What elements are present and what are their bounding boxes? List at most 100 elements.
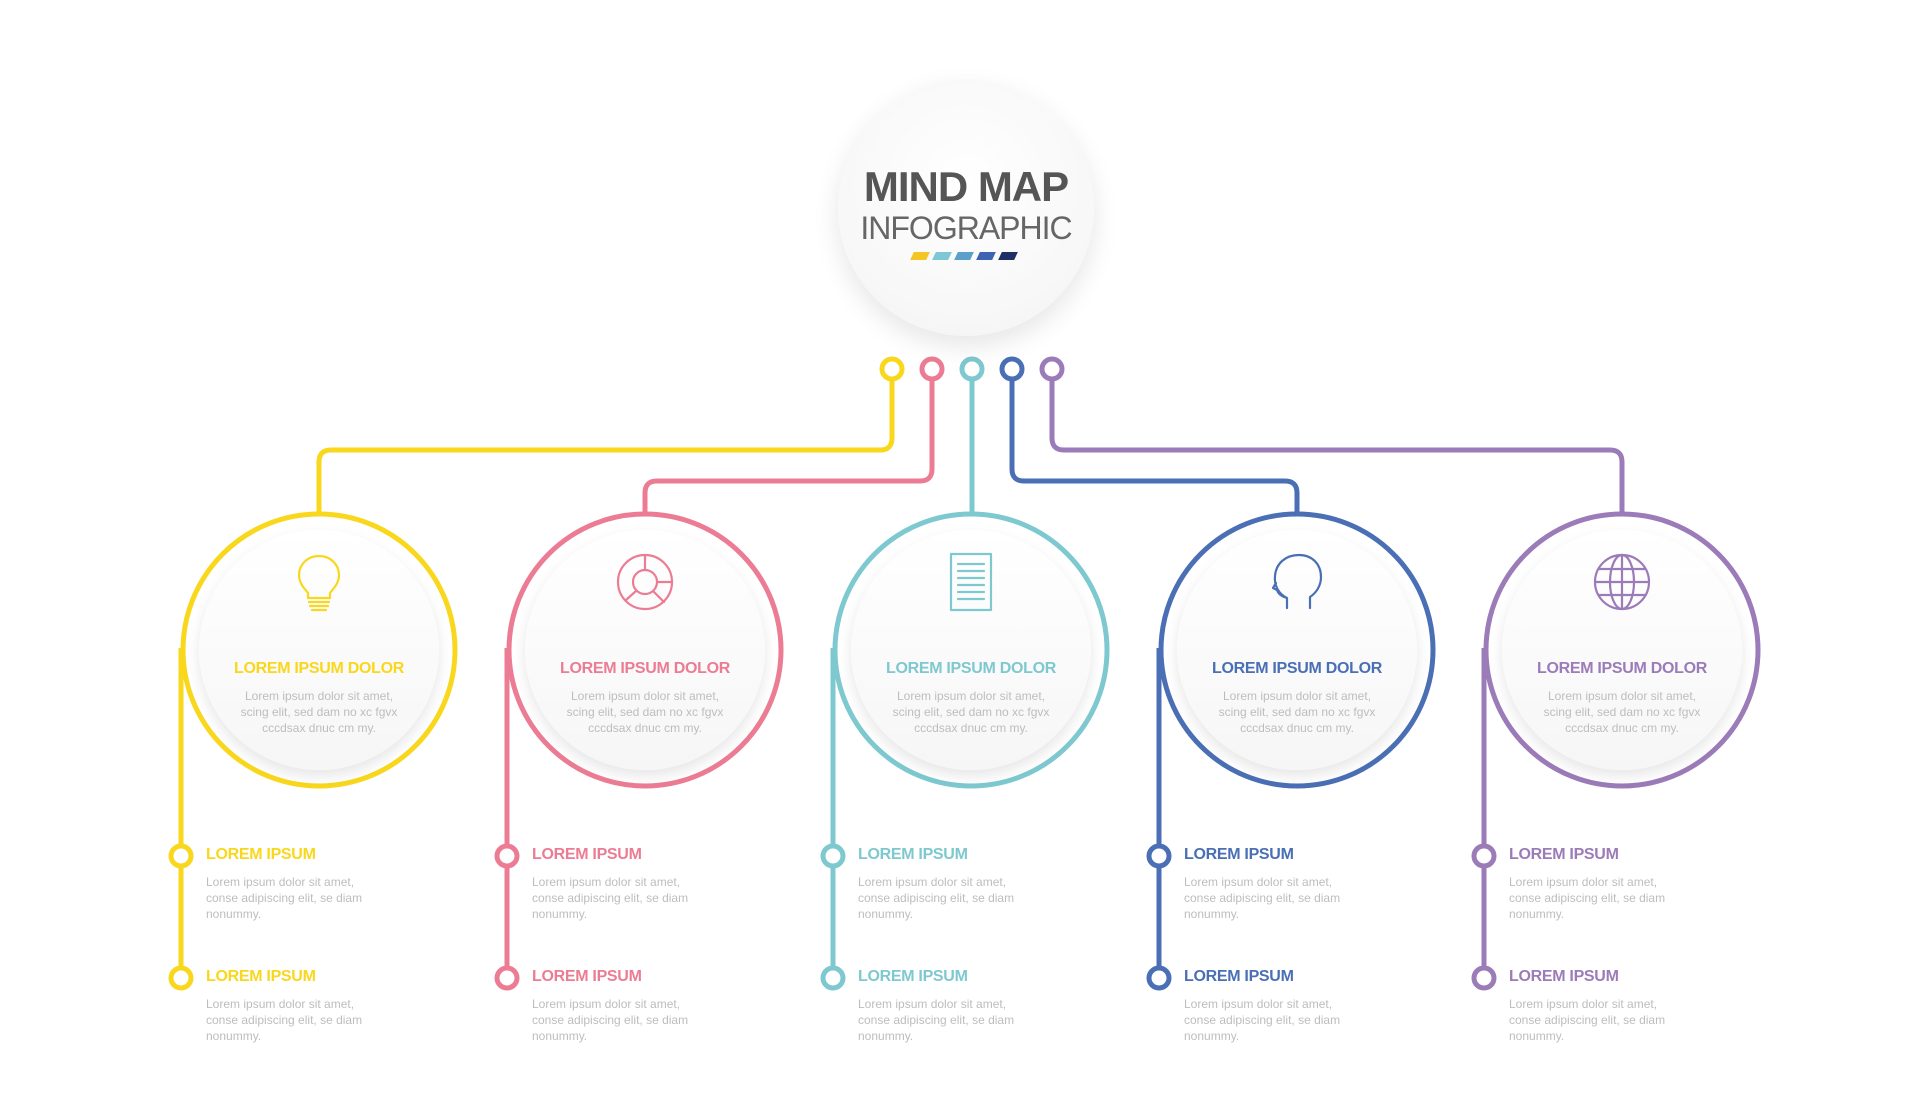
description-line: nonummy. bbox=[532, 907, 588, 921]
description-line: Lorem ipsum dolor sit amet, bbox=[1184, 997, 1333, 1011]
branch-connector bbox=[1049, 380, 1625, 514]
central-topic-title: MIND MAP bbox=[863, 163, 1069, 210]
description-line: scing elit, sed dam no xc fgvx bbox=[240, 705, 398, 719]
description-line: scing elit, sed dam no xc fgvx bbox=[1218, 705, 1376, 719]
item-dot bbox=[820, 965, 846, 991]
sub-item-description: Lorem ipsum dolor sit amet, conse adipisc… bbox=[858, 874, 1028, 922]
sub-item-description: Lorem ipsum dolor sit amet, conse adipisc… bbox=[206, 874, 376, 922]
connector-dot bbox=[919, 356, 945, 382]
sub-item-title: LOREM IPSUM bbox=[532, 846, 642, 863]
connector-dot bbox=[959, 356, 985, 382]
description-line: cccdsax dnuc cm my. bbox=[1240, 721, 1354, 735]
lightbulb-icon bbox=[287, 550, 351, 614]
description-line: cccdsax dnuc cm my. bbox=[914, 721, 1028, 735]
description-line: conse adipiscing elit, se diam bbox=[858, 891, 1015, 905]
sub-item-title: LOREM IPSUM bbox=[858, 846, 968, 863]
description-line: nonummy. bbox=[532, 1029, 588, 1043]
branch-description: Lorem ipsum dolor sit amet, scing elit, s… bbox=[871, 688, 1071, 736]
branch-title: LOREM IPSUM DOLOR bbox=[1536, 660, 1707, 677]
branch-connector bbox=[1009, 380, 1300, 514]
description-line: conse adipiscing elit, se diam bbox=[1184, 1013, 1341, 1027]
branch-description: Lorem ipsum dolor sit amet, scing elit, s… bbox=[1197, 688, 1397, 736]
description-line: conse adipiscing elit, se diam bbox=[532, 1013, 689, 1027]
sub-item-title: LOREM IPSUM bbox=[206, 968, 316, 985]
branch-inner-circle bbox=[1177, 530, 1417, 770]
branch-title: LOREM IPSUM DOLOR bbox=[885, 660, 1056, 677]
description-line: scing elit, sed dam no xc fgvx bbox=[566, 705, 724, 719]
branch-description: Lorem ipsum dolor sit amet, scing elit, s… bbox=[1522, 688, 1722, 736]
description-line: conse adipiscing elit, se diam bbox=[1509, 891, 1666, 905]
description-line: nonummy. bbox=[1184, 907, 1240, 921]
description-line: Lorem ipsum dolor sit amet, bbox=[1547, 689, 1697, 703]
human-head-icon bbox=[1265, 550, 1329, 614]
branch-title: LOREM IPSUM DOLOR bbox=[233, 660, 404, 677]
description-line: cccdsax dnuc cm my. bbox=[262, 721, 376, 735]
description-line: Lorem ipsum dolor sit amet, bbox=[1222, 689, 1372, 703]
connector-dot bbox=[879, 356, 905, 382]
globe-icon bbox=[1590, 550, 1654, 614]
item-dot bbox=[168, 843, 194, 869]
sub-item-title: LOREM IPSUM bbox=[206, 846, 316, 863]
item-dot bbox=[820, 843, 846, 869]
description-line: conse adipiscing elit, se diam bbox=[206, 891, 363, 905]
description-line: Lorem ipsum dolor sit amet, bbox=[858, 997, 1007, 1011]
description-line: conse adipiscing elit, se diam bbox=[1509, 1013, 1666, 1027]
sub-item-description: Lorem ipsum dolor sit amet, conse adipisc… bbox=[858, 996, 1028, 1044]
item-dot bbox=[494, 965, 520, 991]
color-dash bbox=[910, 252, 930, 260]
branch-connector bbox=[642, 380, 935, 514]
sub-item-description: Lorem ipsum dolor sit amet, conse adipisc… bbox=[1509, 874, 1679, 922]
sub-item-description: Lorem ipsum dolor sit amet, conse adipisc… bbox=[1184, 874, 1354, 922]
description-line: Lorem ipsum dolor sit amet, bbox=[532, 997, 681, 1011]
description-line: conse adipiscing elit, se diam bbox=[858, 1013, 1015, 1027]
item-dot bbox=[1471, 843, 1497, 869]
document-icon bbox=[939, 550, 1003, 614]
description-line: scing elit, sed dam no xc fgvx bbox=[1543, 705, 1701, 719]
item-dot bbox=[1146, 965, 1172, 991]
item-dot bbox=[494, 843, 520, 869]
item-dot bbox=[1471, 965, 1497, 991]
central-topic-circle bbox=[838, 80, 1094, 336]
description-line: scing elit, sed dam no xc fgvx bbox=[892, 705, 1050, 719]
description-line: nonummy. bbox=[858, 907, 914, 921]
color-dash bbox=[976, 252, 996, 260]
branch-description: Lorem ipsum dolor sit amet, scing elit, s… bbox=[219, 688, 419, 736]
description-line: Lorem ipsum dolor sit amet, bbox=[1509, 997, 1658, 1011]
color-dash bbox=[954, 252, 974, 260]
description-line: Lorem ipsum dolor sit amet, bbox=[206, 875, 355, 889]
item-dot bbox=[168, 965, 194, 991]
description-line: nonummy. bbox=[206, 1029, 262, 1043]
branch-description: Lorem ipsum dolor sit amet, scing elit, s… bbox=[545, 688, 745, 736]
central-topic-subtitle: INFOGRAPHIC bbox=[860, 210, 1072, 246]
sub-item-title: LOREM IPSUM bbox=[1184, 846, 1294, 863]
description-line: nonummy. bbox=[206, 907, 262, 921]
sub-item-description: Lorem ipsum dolor sit amet, conse adipisc… bbox=[1509, 996, 1679, 1044]
branch-title: LOREM IPSUM DOLOR bbox=[559, 660, 730, 677]
branch-connector bbox=[316, 380, 895, 514]
description-line: Lorem ipsum dolor sit amet, bbox=[896, 689, 1046, 703]
sub-item-description: Lorem ipsum dolor sit amet, conse adipisc… bbox=[532, 996, 702, 1044]
description-line: nonummy. bbox=[858, 1029, 914, 1043]
sub-item-title: LOREM IPSUM bbox=[1509, 968, 1619, 985]
central-color-dashes bbox=[910, 252, 1022, 262]
branch-inner-circle bbox=[199, 530, 439, 770]
sub-item-title: LOREM IPSUM bbox=[858, 968, 968, 985]
description-line: nonummy. bbox=[1509, 1029, 1565, 1043]
color-dash bbox=[998, 252, 1018, 260]
sub-item-description: Lorem ipsum dolor sit amet,conse adipisc… bbox=[532, 874, 702, 922]
description-line: Lorem ipsum dolor sit amet, bbox=[570, 689, 720, 703]
connector-dot bbox=[1039, 356, 1065, 382]
sub-item-title: LOREM IPSUM bbox=[1509, 846, 1619, 863]
description-line: conse adipiscing elit, se diam bbox=[1184, 891, 1341, 905]
pie-chart-icon bbox=[613, 550, 677, 614]
description-line: conse adipiscing elit, se diam bbox=[532, 891, 689, 905]
description-line: nonummy. bbox=[1184, 1029, 1240, 1043]
sub-item-description: Lorem ipsum dolor sit amet,conse adipisc… bbox=[206, 996, 376, 1044]
item-dot bbox=[1146, 843, 1172, 869]
description-line: Lorem ipsum dolor sit amet, bbox=[1509, 875, 1658, 889]
description-line: Lorem ipsum dolor sit amet, bbox=[244, 689, 394, 703]
description-line: Lorem ipsum dolor sit amet, bbox=[1184, 875, 1333, 889]
description-line: Lorem ipsum dolor sit amet, bbox=[858, 875, 1007, 889]
branch-title: LOREM IPSUM DOLOR bbox=[1211, 660, 1382, 677]
sub-item-title: LOREM IPSUM bbox=[532, 968, 642, 985]
